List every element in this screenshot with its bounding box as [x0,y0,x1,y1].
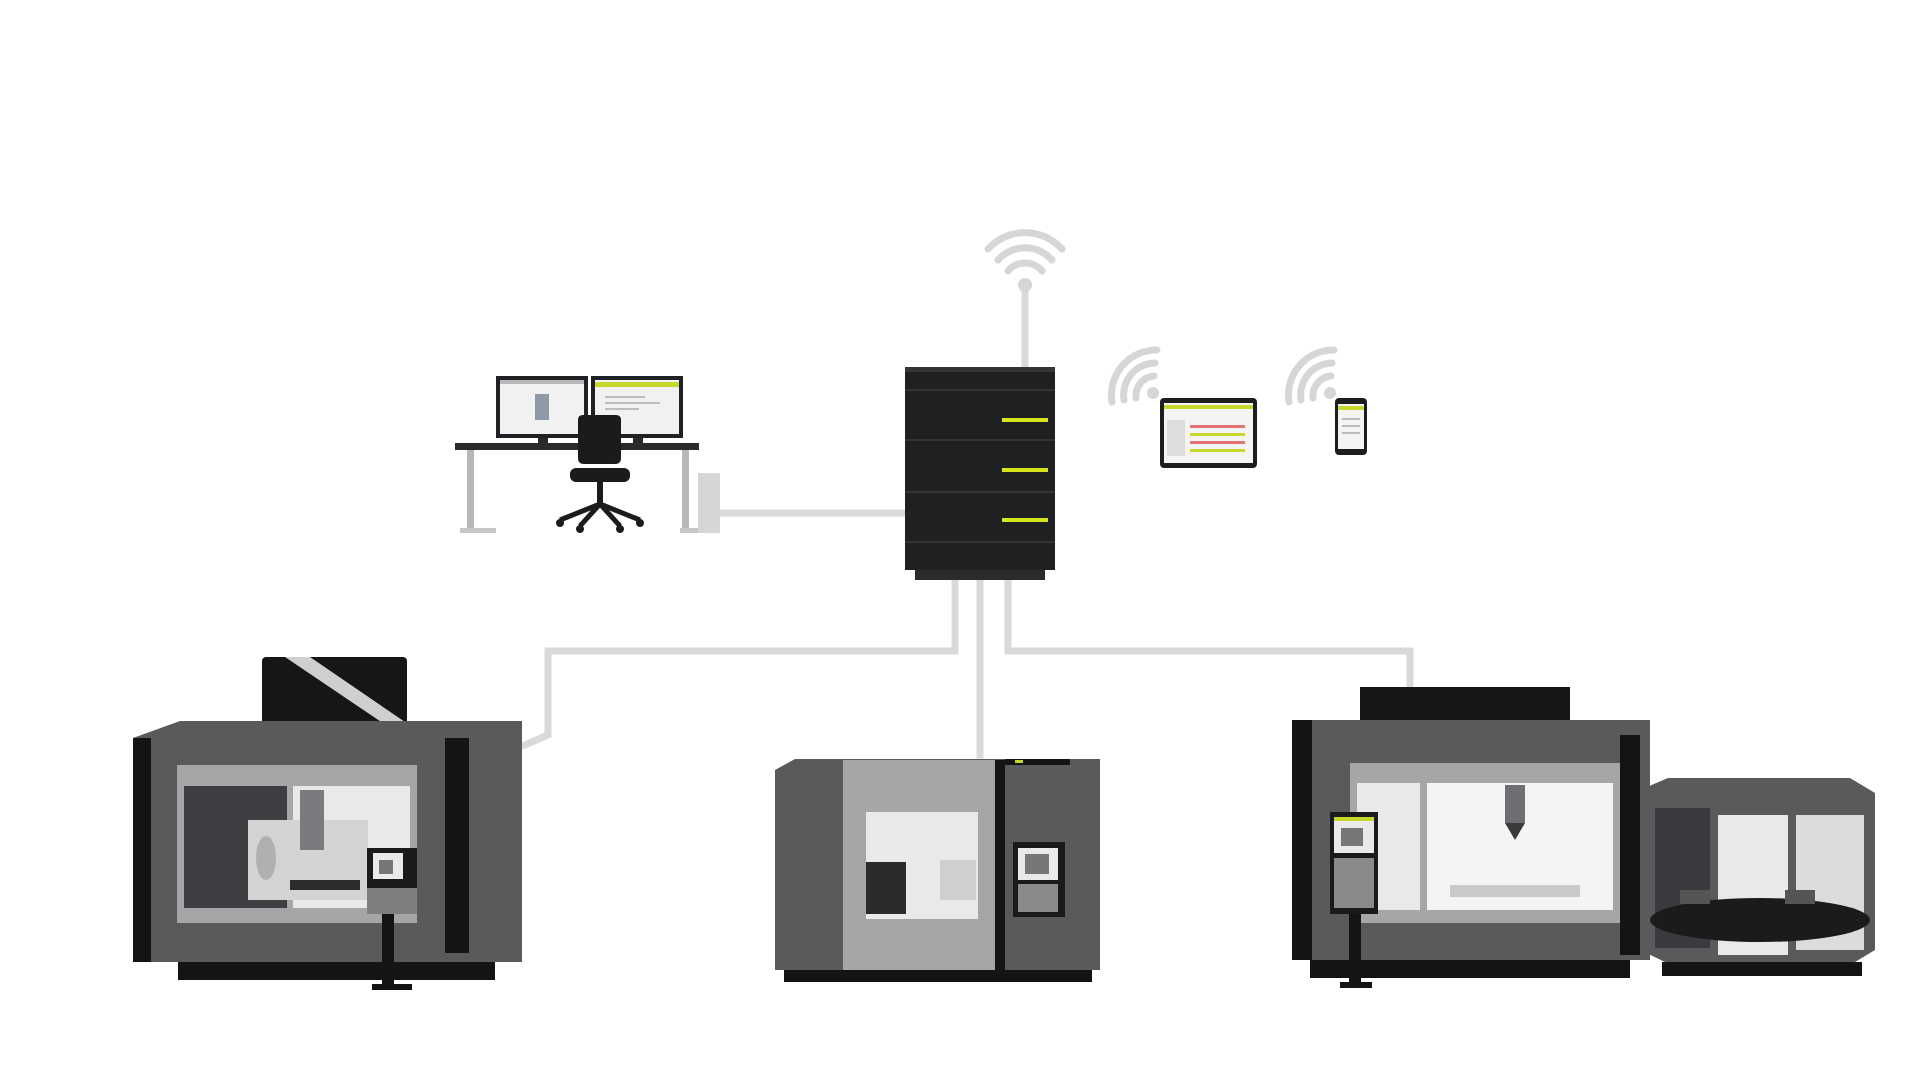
monitor-right-line [605,408,639,410]
server-base [915,570,1045,580]
spindle-inside [300,790,324,850]
control-panel-screen-inner [379,860,393,874]
machine-side-black [133,738,151,962]
machine-right-black [445,738,469,953]
chair-wheel [556,519,564,527]
server-status-led [1002,468,1048,472]
pallet-control-foot [1340,982,1372,988]
desk-leg-left [467,450,474,530]
cable-server-to-milling-center-pallet [1004,579,1414,692]
wifi-icon [1284,346,1338,406]
pallet-machine-tool [1505,823,1525,840]
monitor-left-stand [538,438,548,446]
tablet-sidebar [1167,420,1185,456]
wifi-arc-3 [1284,346,1338,406]
tablet-row [1190,441,1245,444]
lathe-control-keys [1018,884,1058,912]
control-panel-keys [367,888,417,914]
wifi-arc-2 [1297,359,1336,404]
monitor-right-line [605,396,645,398]
pallet-changer-base [1662,962,1862,976]
wifi-arc-2 [994,244,1056,264]
lathe-turret [940,860,976,900]
tablet-icon [1160,398,1257,468]
tablet-row [1190,449,1245,452]
desk-leg-right [682,450,689,530]
pallet-control-keys [1334,858,1374,908]
cable-server-to-milling-machine-left [520,579,959,750]
pallet-machine-table [1450,885,1580,897]
work-table [290,880,360,890]
control-panel-post [382,914,394,986]
chair-base [559,501,641,528]
wifi-dot [1147,387,1159,399]
lathe-top-strip [1005,759,1070,765]
monitor-right-stand [633,438,643,446]
pallet-machine-base [1310,960,1630,978]
phone-header-bar [1338,406,1364,410]
chair-wheel [616,525,624,533]
pallet-control-post [1349,914,1361,984]
wifi-arc-3 [1107,346,1161,406]
desk-top [455,443,699,450]
cad-part-render [535,394,549,420]
pallet-changer-disc [1650,898,1870,942]
wifi-arc-1 [1309,372,1335,402]
machine-base [178,962,495,980]
phone-row [1342,425,1360,427]
network-cables [520,286,1414,759]
lathe-control-screen-inner [1025,854,1049,874]
wifi-arc-2 [1120,359,1159,404]
wifi-arc-1 [1132,372,1158,402]
monitor-right-toolbar [595,382,679,387]
lathe-right-strip [995,760,1005,970]
pallet-control-screen-inner [1341,828,1363,846]
tablet-header-bar [1164,405,1253,409]
chair-wheel [576,525,584,533]
wifi-icon [1107,346,1161,406]
workstation-desk-icon [455,376,720,533]
chair-post [597,482,603,504]
monitor-right-line [605,402,660,404]
rotary-axis [256,836,276,880]
server-rack-icon [905,367,1055,580]
pallet-machine-right-black [1620,735,1640,955]
pallet-fixture [1785,890,1815,904]
lathe-chuck-area [866,862,906,914]
lathe-base [784,970,1092,982]
phone-row [1342,432,1360,434]
pallet-fixture [1680,890,1710,904]
wifi-dot [1324,387,1336,399]
pallet-machine-left-black [1292,720,1312,960]
wifi-icon [984,229,1066,292]
wifi-arc-1 [1004,259,1046,275]
control-panel-foot [372,984,412,990]
cnc-lathe-icon [775,759,1100,982]
smartphone-icon [1335,398,1367,455]
spindle-housing [262,657,407,737]
pallet-machine-spindle [1505,785,1525,823]
cnc-milling-machine-icon [133,657,522,990]
tablet-row [1190,433,1245,436]
chair-seat [570,468,630,482]
wifi-dot [1018,278,1032,292]
server-top-edge [905,367,1055,372]
wifi-arc-3 [984,229,1066,253]
phone-row [1342,418,1360,420]
desk-foot-left [460,528,496,533]
pallet-control-header [1334,817,1374,821]
pc-tower [698,473,720,533]
spindle-highlight [285,657,405,738]
chair-wheel [636,519,644,527]
lathe-top-accent [1015,760,1023,763]
server-status-led [1002,518,1048,522]
server-status-led [1002,418,1048,422]
monitor-left-toolbar [500,380,584,384]
chair-back [578,415,621,464]
cnc-pallet-machine-icon [1292,687,1875,988]
tablet-row [1190,425,1245,428]
